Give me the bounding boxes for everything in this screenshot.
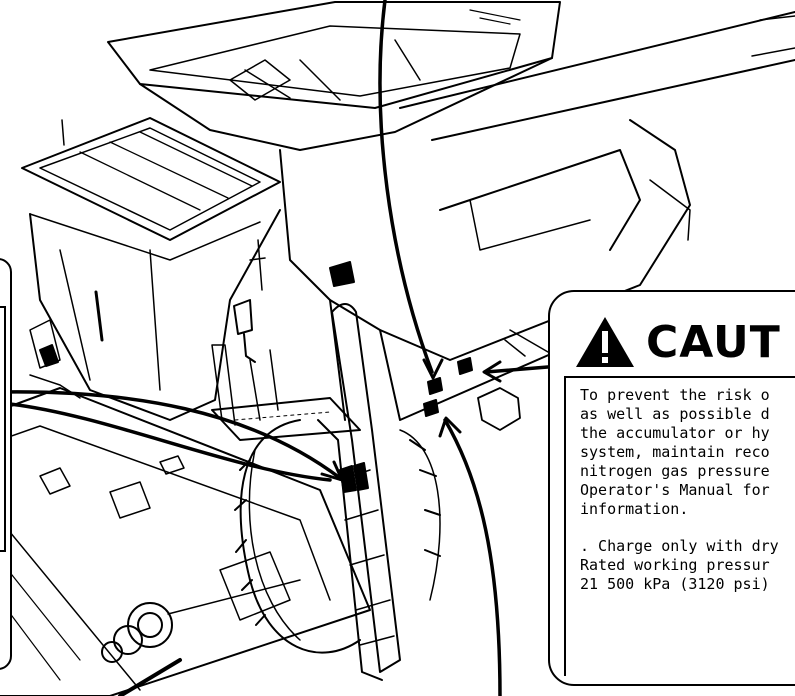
warning-line: as well as possible d	[580, 405, 770, 423]
caution-decal: CAUT To prevent the risk o as well as po…	[548, 290, 795, 686]
warning-line: the accumulator or hy	[580, 424, 770, 442]
warning-triangle-icon	[576, 317, 634, 367]
warning-line: Operator's Manual for	[580, 481, 770, 499]
operator-platform	[211, 344, 361, 441]
cab	[21, 117, 281, 421]
charge-line: Rated working pressur	[580, 556, 770, 574]
left-decal-bar	[0, 306, 6, 552]
leader-arrows	[0, 0, 562, 696]
ladder	[317, 303, 401, 681]
left-decal-sign	[0, 258, 12, 670]
caution-heading: CAUT	[646, 316, 781, 368]
front-wheel	[234, 419, 441, 654]
charge-line: 21 500 kPa (3120 psi)	[580, 575, 770, 593]
mirror	[233, 299, 256, 363]
charge-line: . Charge only with dry	[580, 537, 779, 555]
caution-decal-header: CAUT	[574, 314, 781, 370]
decal-markers	[423, 329, 549, 431]
warning-line: To prevent the risk o	[580, 386, 770, 404]
warning-line: information.	[580, 500, 689, 518]
grain-tank	[107, 1, 561, 151]
warning-line: nitrogen gas pressure	[580, 462, 770, 480]
unloading-auger	[399, 11, 795, 141]
caution-decal-text: To prevent the risk o as well as possibl…	[564, 376, 795, 676]
warning-line: system, maintain reco	[580, 443, 770, 461]
